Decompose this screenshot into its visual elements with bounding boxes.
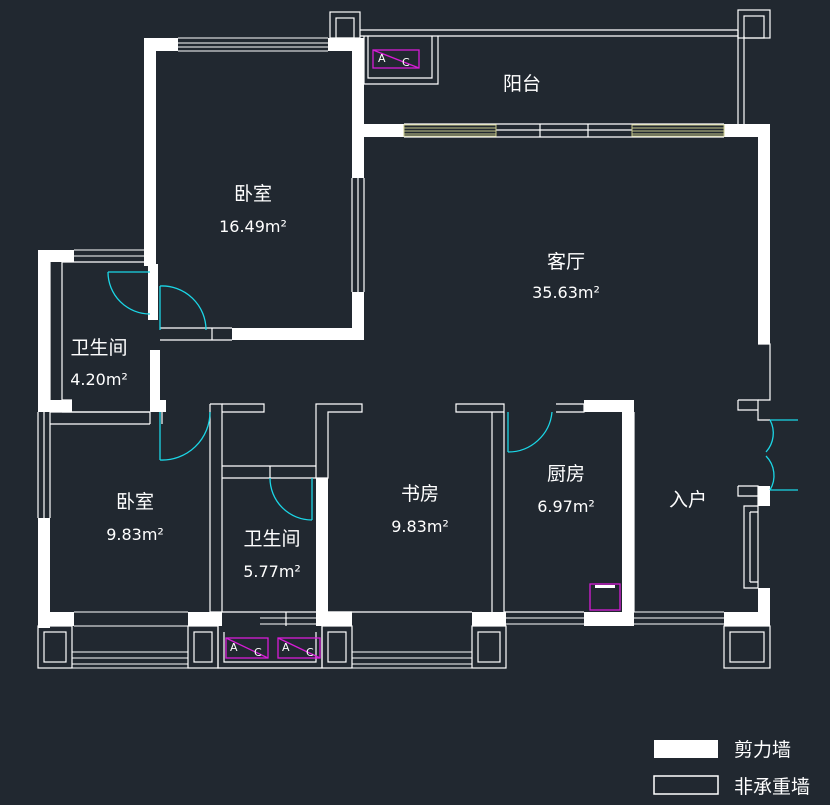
legend-swatch-non-load-wall: [653, 775, 719, 795]
ac-label-c: C: [306, 646, 314, 659]
ac-label-a: A: [230, 641, 238, 654]
room-name-entrance: 入户: [669, 489, 707, 511]
legend: 剪力墙 非承重墙: [653, 739, 810, 798]
room-labels: 卧室 16.49m² 阳台 客厅 35.63m² 卫生间 4.20m² 卧室 9…: [70, 73, 707, 581]
legend-label-non-load-wall: 非承重墙: [734, 776, 810, 798]
room-name-bathroom-mid: 卫生间: [243, 528, 300, 550]
room-name-master-bedroom: 卧室: [234, 183, 272, 205]
room-name-small-bedroom: 卧室: [116, 491, 154, 513]
door-swings: [107, 271, 798, 611]
room-area-small-bedroom: 9.83m²: [106, 525, 164, 544]
ac-label-c: C: [402, 56, 410, 69]
room-area-study: 9.83m²: [391, 517, 449, 536]
shear-walls: [38, 38, 770, 628]
room-area-living-room: 35.63m²: [532, 283, 600, 302]
ac-label-a: A: [378, 52, 386, 65]
room-area-master-bedroom: 16.49m²: [219, 217, 287, 236]
room-area-bathroom-left: 4.20m²: [70, 370, 128, 389]
room-name-kitchen: 厨房: [547, 463, 585, 485]
room-name-study: 书房: [401, 483, 439, 505]
room-name-living-room: 客厅: [547, 251, 585, 273]
legend-label-shear-wall: 剪力墙: [734, 739, 791, 761]
ac-label-c: C: [254, 646, 262, 659]
room-name-bathroom-left: 卫生间: [70, 337, 127, 359]
ac-unit: A C: [372, 49, 420, 69]
ac-unit: A C: [225, 637, 269, 659]
room-area-kitchen: 6.97m²: [537, 497, 595, 516]
ac-unit: A C: [277, 637, 321, 659]
legend-swatch-shear-wall: [654, 740, 718, 758]
room-name-balcony: 阳台: [503, 73, 541, 95]
partition-walls: [37, 9, 771, 669]
ac-label-a: A: [282, 641, 290, 654]
sliding-door: [403, 124, 725, 137]
room-area-bathroom-mid: 5.77m²: [243, 562, 301, 581]
